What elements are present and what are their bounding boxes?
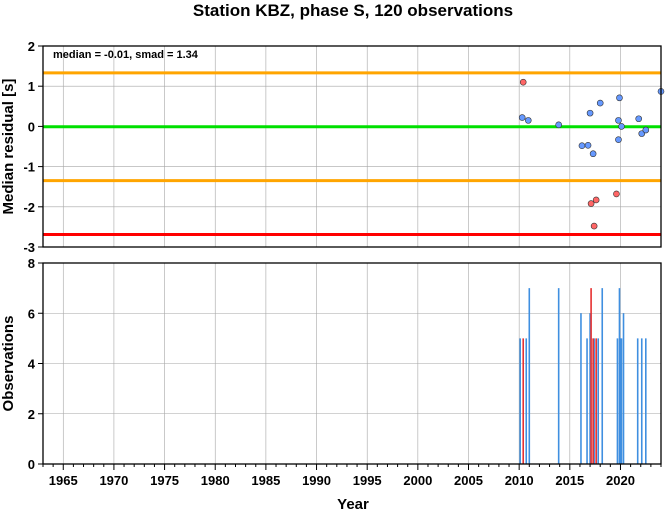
year-tick-label: 2010: [505, 473, 534, 488]
year-tick-label: 1970: [99, 473, 128, 488]
residual-point: [615, 136, 622, 143]
year-tick-label: 2015: [555, 473, 584, 488]
residual-y-tick-label: -2: [23, 200, 35, 215]
residual-point: [596, 99, 604, 107]
residual-point: [519, 78, 527, 86]
residual-grid: [43, 45, 661, 248]
residual-point: [589, 150, 597, 158]
year-tick-label: 1980: [201, 473, 230, 488]
residual-point: [518, 114, 526, 121]
residual-point: [642, 126, 650, 134]
year-tick-label: 2020: [606, 473, 635, 488]
residual-point: [587, 200, 595, 207]
residual-y-tick-label: -1: [23, 160, 35, 175]
year-tick-label: 1985: [251, 473, 280, 488]
observations-y-tick-label: 4: [28, 357, 36, 372]
year-tick-label: 2005: [454, 473, 483, 488]
residual-point: [555, 121, 562, 129]
observations-y-ticks: 0 2 4 6 8: [28, 256, 43, 472]
residual-panel: -3 -2 -1 0 1 2 median = -0.01, smad = 1.34 Me…: [0, 39, 665, 255]
residual-point: [615, 117, 622, 124]
observations-y-tick-label: 0: [28, 457, 35, 472]
year-tick-label: 1965: [49, 473, 78, 488]
residual-point: [590, 222, 598, 230]
residual-point: [635, 115, 643, 123]
year-tick-label: 2000: [403, 473, 432, 488]
residual-y-tick-label: 1: [28, 79, 35, 94]
observations-y-tick-label: 2: [28, 407, 35, 422]
residual-point: [592, 196, 600, 204]
observations-bars: [519, 288, 647, 464]
observations-y-tick-label: 6: [28, 306, 35, 321]
residual-plot-frame: [42, 45, 662, 248]
residual-point: [524, 117, 532, 124]
year-tick-label: 1975: [150, 473, 179, 488]
residual-point: [618, 123, 625, 130]
chart-title: Station KBZ, phase S, 120 observations: [193, 1, 513, 20]
residual-y-tick-label: 0: [28, 119, 35, 134]
observations-y-axis-label: Observations: [0, 316, 17, 412]
residual-point: [578, 142, 586, 149]
residual-point: [616, 94, 623, 102]
residual-points: [518, 78, 665, 230]
observations-grid: [43, 262, 661, 465]
median-smad-annotation: median = -0.01, smad = 1.34: [53, 49, 199, 61]
year-tick-label: 1990: [302, 473, 331, 488]
residual-reference-lines: [43, 71, 661, 237]
residual-point: [638, 130, 646, 137]
residual-point: [584, 141, 592, 149]
residual-y-ticks: -3 -2 -1 0 1 2: [23, 39, 43, 255]
residual-y-axis-label: Median residual [s]: [0, 79, 17, 215]
year-x-axis-label: Year: [337, 496, 369, 511]
year-x-ticks: 1965 1970 1975 1980 1985 1990 1995 2000 2005 2010…: [42, 464, 662, 488]
observations-panel: 0 2 4 6 8 1965 1970 1975 1980 1985 1990 1995 2000 20…: [0, 256, 662, 513]
residual-point: [586, 109, 594, 117]
residual-y-tick-label: -3: [23, 240, 35, 255]
year-tick-label: 1995: [353, 473, 382, 488]
observations-y-tick-label: 8: [28, 256, 35, 271]
residual-y-tick-label: 2: [28, 39, 35, 54]
residual-point: [613, 190, 620, 198]
